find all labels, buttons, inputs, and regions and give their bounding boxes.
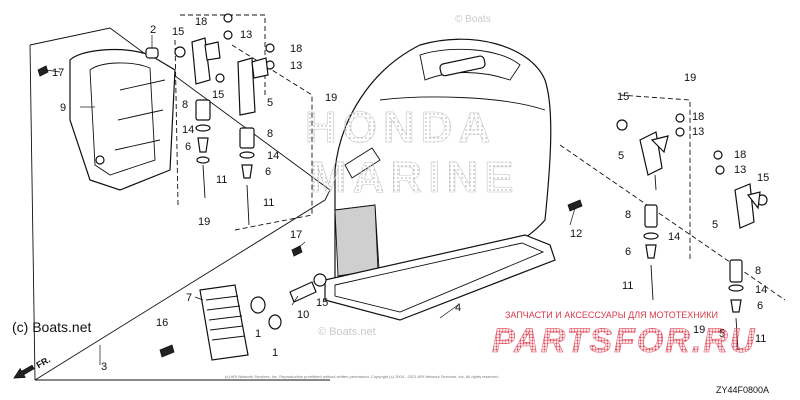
- label-part-8: 8: [182, 99, 188, 111]
- label-part-18: 18: [290, 43, 302, 55]
- label-part-19: 19: [684, 72, 696, 84]
- label-part-5: 5: [712, 219, 718, 231]
- label-part-3: 3: [101, 361, 107, 373]
- cover-seal: [324, 234, 556, 321]
- label-part-5: 5: [618, 150, 624, 162]
- latch-assembly-right: [639, 131, 761, 351]
- fine-print: (c) ARI Network Services, Inc. Reproduct…: [225, 374, 499, 379]
- label-part-11: 11: [216, 174, 227, 186]
- label-part-1: 1: [272, 347, 278, 359]
- label-part-10: 10: [297, 309, 309, 321]
- leader-lines: [45, 35, 576, 365]
- label-part-5: 5: [267, 97, 273, 109]
- label-part-14: 14: [668, 231, 680, 243]
- label-part-16: 16: [156, 317, 168, 329]
- label-part-14: 14: [755, 284, 767, 296]
- label-part-6: 6: [757, 300, 763, 312]
- side-cover-bracket: [69, 48, 176, 191]
- label-part-19: 19: [325, 92, 337, 104]
- label-part-19: 19: [198, 216, 210, 228]
- label-part-15: 15: [212, 89, 224, 101]
- small-parts: [37, 13, 768, 358]
- label-part-1: 1: [255, 328, 261, 340]
- partner-overlay: ЗАПЧАСТИ И АКСЕССУАРЫ ДЛЯ МОТОТЕХНИКИ PA…: [492, 310, 756, 360]
- label-part-11: 11: [755, 333, 766, 345]
- label-part-6: 6: [265, 166, 271, 178]
- label-part-15: 15: [316, 297, 328, 309]
- watermark-top: © Boats: [455, 14, 491, 25]
- watermark-bottom: © Boats.net: [318, 326, 376, 338]
- footer: © Boats © Boats.net (c) Boats.net FR. (c…: [12, 14, 769, 395]
- label-part-19: 19: [693, 324, 705, 336]
- label-part-8: 8: [267, 128, 273, 140]
- label-part-11: 11: [622, 280, 633, 292]
- label-part-13: 13: [734, 164, 746, 176]
- copyright-mark: (c) Boats.net: [12, 319, 91, 335]
- label-part-2: 2: [150, 24, 156, 36]
- label-part-14: 14: [182, 124, 194, 136]
- latch-assembly-left: [191, 37, 269, 226]
- label-part-8: 8: [625, 209, 631, 221]
- label-part-8: 8: [755, 265, 761, 277]
- label-part-6: 6: [625, 246, 631, 258]
- partner-logo: PARTSFOR.RU: [492, 322, 756, 360]
- diagram-code: ZY44F0800A: [716, 385, 769, 395]
- label-part-17: 17: [52, 67, 64, 79]
- label-part-15: 15: [757, 172, 769, 184]
- part-number-labels: 2 15 18 13 18 13 17 9 8 14 6 11 19 15 5 …: [52, 16, 769, 373]
- label-part-13: 13: [240, 29, 252, 41]
- partner-tagline: ЗАПЧАСТИ И АКСЕССУАРЫ ДЛЯ МОТОТЕХНИКИ: [505, 310, 718, 320]
- front-direction-arrow: FR.: [13, 354, 53, 379]
- label-part-17: 17: [290, 229, 302, 241]
- label-part-18: 18: [734, 149, 746, 161]
- label-part-18: 18: [692, 111, 704, 123]
- label-part-13: 13: [692, 126, 704, 138]
- label-part-14: 14: [267, 150, 279, 162]
- label-part-11: 11: [263, 197, 274, 209]
- brand-line2: MARINE: [310, 153, 520, 202]
- label-part-13: 13: [290, 60, 302, 72]
- direction-label: FR.: [35, 354, 53, 370]
- engine-cover: [334, 38, 552, 286]
- brand-watermark: HONDA MARINE: [305, 103, 520, 203]
- label-part-12: 12: [570, 228, 582, 240]
- label-part-7: 7: [186, 292, 192, 304]
- label-part-15: 15: [617, 91, 629, 103]
- label-part-5: 5: [719, 328, 725, 340]
- label-part-4: 4: [455, 302, 461, 314]
- label-part-6: 6: [185, 141, 191, 153]
- label-part-15: 15: [172, 26, 184, 38]
- label-part-9: 9: [60, 102, 66, 114]
- assembly-frame: [29, 14, 786, 381]
- vent-grille: [199, 284, 249, 361]
- label-part-18: 18: [195, 16, 207, 28]
- brand-line1: HONDA: [305, 103, 496, 152]
